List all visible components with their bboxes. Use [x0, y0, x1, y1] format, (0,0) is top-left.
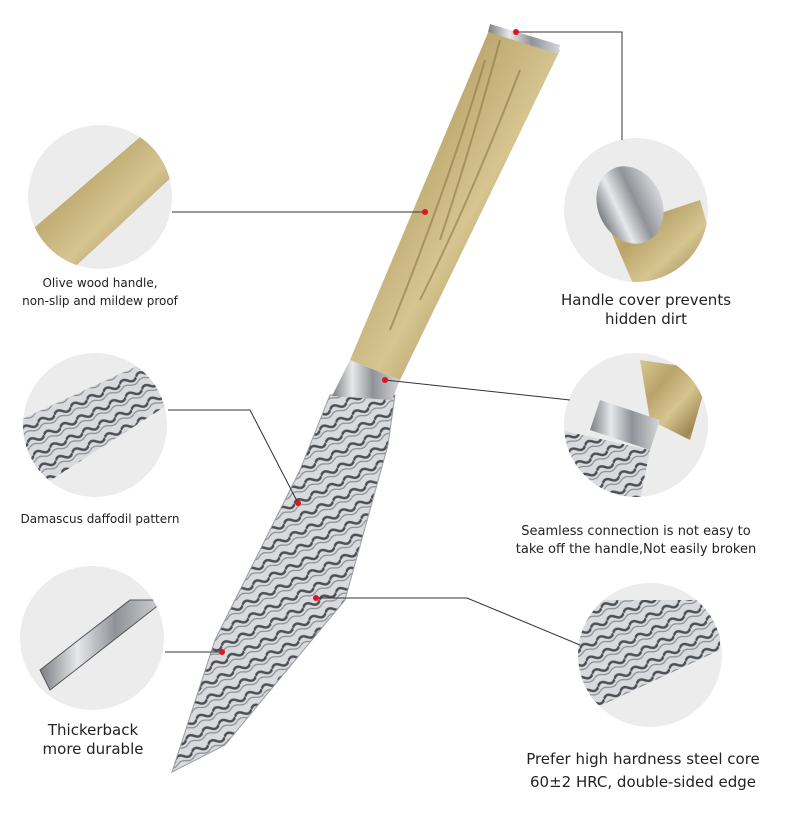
caption-connection-2: take off the handle,Not easily broken: [516, 542, 756, 557]
knife: [171, 24, 560, 773]
detail-spine-circle: [20, 566, 164, 710]
caption-core-1: Prefer high hardness steel core: [526, 750, 760, 768]
leader-lines: [165, 29, 623, 655]
detail-pattern-circle: [23, 353, 167, 497]
detail-handle-circle: [28, 125, 172, 269]
caption-cover-2: hidden dirt: [605, 310, 687, 328]
caption-spine-2: more durable: [43, 740, 144, 758]
detail-cover-circle: [564, 138, 708, 282]
caption-handle-2: non-slip and mildew proof: [22, 294, 179, 308]
handle-end-cap: [488, 24, 560, 54]
knife-handle: [350, 28, 560, 380]
knife-bolster: [332, 360, 400, 400]
knife-blade: [171, 394, 396, 773]
caption-core-2: 60±2 HRC, double-sided edge: [530, 773, 756, 791]
marker-dot: [513, 29, 519, 35]
caption-pattern: Damascus daffodil pattern: [21, 512, 180, 526]
detail-connection-circle: [564, 353, 708, 497]
marker-dot: [295, 500, 301, 506]
marker-dot: [422, 209, 428, 215]
caption-spine-1: Thickerback: [47, 721, 139, 739]
caption-cover-1: Handle cover prevents: [561, 291, 731, 309]
marker-dot: [219, 649, 225, 655]
detail-core-circle: [578, 583, 722, 727]
marker-dot: [382, 377, 388, 383]
caption-handle-1: Olive wood handle,: [42, 276, 157, 290]
caption-connection-1: Seamless connection is not easy to: [521, 524, 751, 539]
marker-dot: [313, 595, 319, 601]
